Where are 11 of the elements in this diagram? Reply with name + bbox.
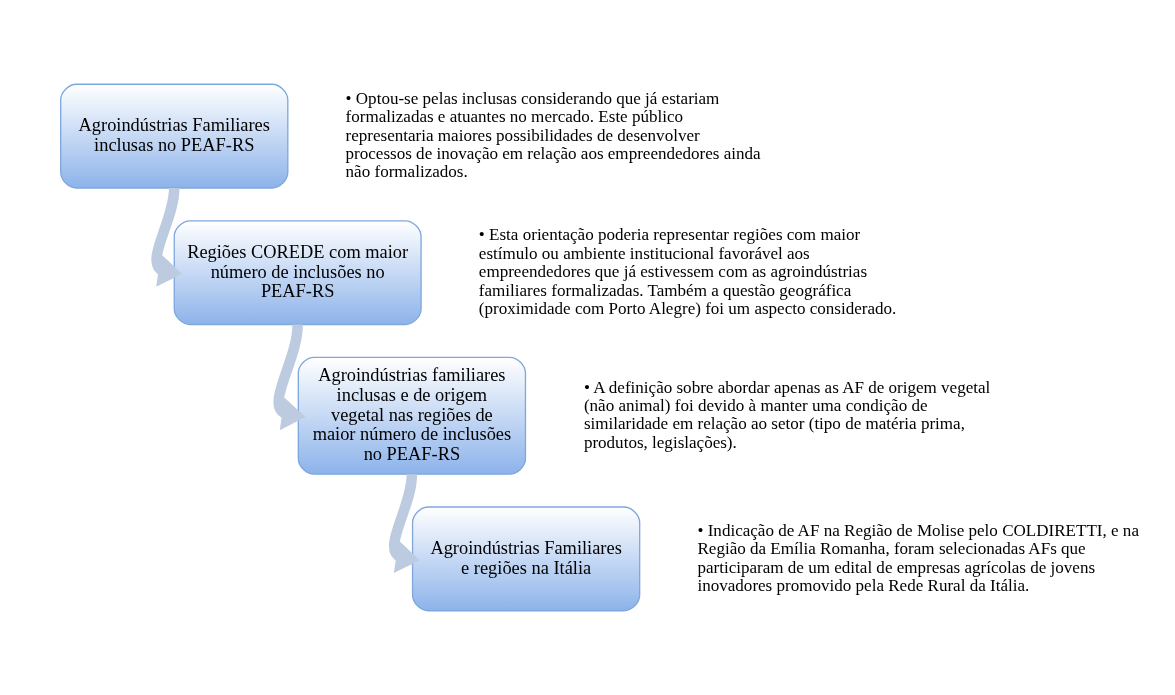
arrow [388, 473, 420, 574]
node-label: • Optou-se pelas inclusas considerando que já estariam formalizadas e atuantes no mercado. Este público representaria maiores possibilidades de desenvolver processos de inovação em relação aos empreendedores ainda não formalizados. [345, 88, 761, 182]
node-label: • Indicação de AF na Região de Molise pelo COLDIRETTI, e na Região da Emília Romanha, foram selecionadas AFs que participaram de um edital de empresas agrícolas de jovens inovadores promovido pela Rede Rural da Itália. [697, 520, 1139, 595]
arrow [273, 324, 306, 431]
node-box: Regiões COREDE com maior número de inclusões no PEAF-RS [173, 220, 422, 326]
node-label: • A definição sobre abordar apenas as AF de origem vegetal (não animal) foi devido à manter uma condição de similaridade em relação ao setor (tipo de matéria prima, produtos, legislações). [583, 377, 991, 452]
node-box: Agroindústrias Familiares inclusas no PEAF-RS [60, 83, 289, 189]
node-label: • Esta orientação poderia representar regiões com maior estímulo ou ambiente institucional favorável aos empreendedores que já estivessem com as agroindústrias familiares formalizadas. Também a questão geográfica (proximidade com Porto Alegre) foi um aspecto considerado. [478, 225, 897, 318]
arrow [151, 187, 182, 287]
node-box: Agroindústrias familiares inclusas e de origem vegetal nas regiões de maior número de inclusões no PEAF-RS [297, 356, 527, 475]
node-box: Agroindústrias Familiares e regiões na Itália [411, 506, 641, 612]
